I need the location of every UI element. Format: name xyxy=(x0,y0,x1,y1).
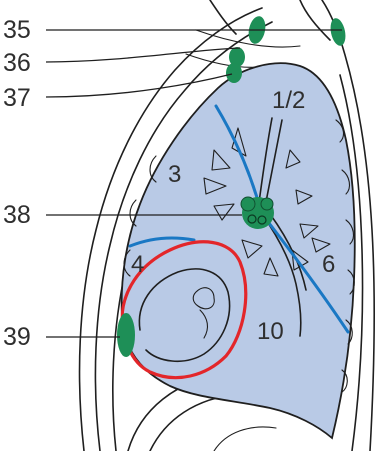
segment-label-3: 3 xyxy=(168,161,181,188)
lymph-node-39 xyxy=(117,313,135,357)
segment-label-1-2: 1/2 xyxy=(272,87,305,114)
lymph-node-35b xyxy=(328,17,348,47)
segment-label-4: 4 xyxy=(131,251,144,278)
callout-label-37: 37 xyxy=(3,84,31,112)
callout-label-39: 39 xyxy=(3,323,31,351)
lymph-node-37 xyxy=(226,63,242,83)
callout-labels: 35 36 37 38 39 xyxy=(3,16,31,351)
callout-label-38: 38 xyxy=(3,201,31,229)
callout-label-35: 35 xyxy=(3,16,31,44)
segment-label-6: 6 xyxy=(322,251,335,278)
segment-label-10: 10 xyxy=(257,318,284,345)
callout-label-36: 36 xyxy=(3,49,31,77)
lung-shape xyxy=(122,63,355,438)
